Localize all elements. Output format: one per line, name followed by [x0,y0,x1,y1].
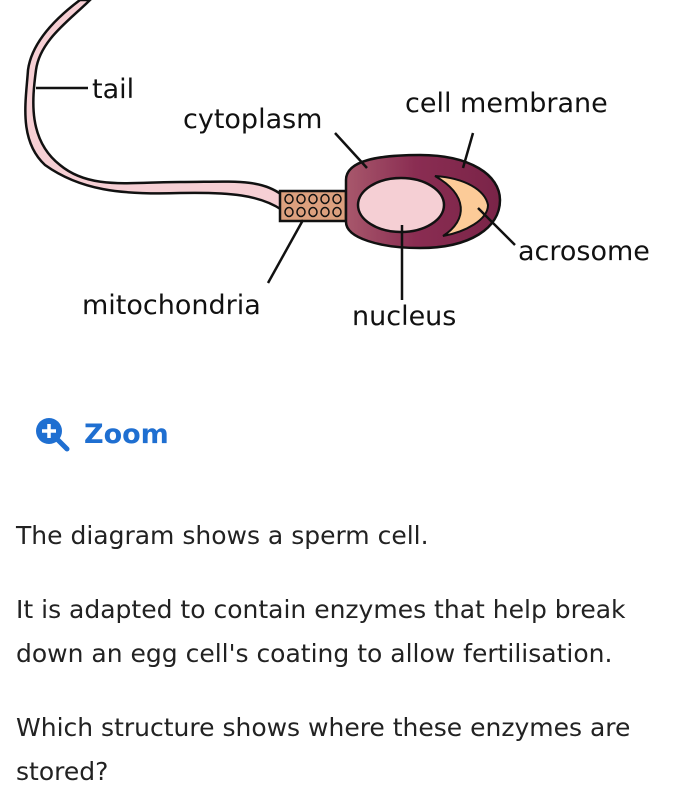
label-mitochondria: mitochondria [82,290,261,321]
question-text: Which structure shows where these enzyme… [16,713,631,786]
label-acrosome: acrosome [518,236,650,267]
label-lines [36,86,516,300]
zoom-button[interactable]: Zoom [34,416,169,452]
zoom-in-icon [36,418,70,452]
label-nucleus: nucleus [352,301,456,332]
zoom-label: Zoom [84,418,169,450]
paragraph-intro: The diagram shows a sperm cell. [16,521,429,550]
acrosome-shape [434,175,490,237]
label-cytoplasm: cytoplasm [183,104,322,135]
sperm-cell-diagram: tail cytoplasm cell membrane acrosome mi… [24,0,650,332]
nucleus-shape [356,176,446,234]
label-tail: tail [92,74,134,105]
label-cell-membrane: cell membrane [405,88,608,119]
paragraph-context: It is adapted to contain enzymes that he… [16,595,626,668]
mitochondria-dots [284,193,342,218]
